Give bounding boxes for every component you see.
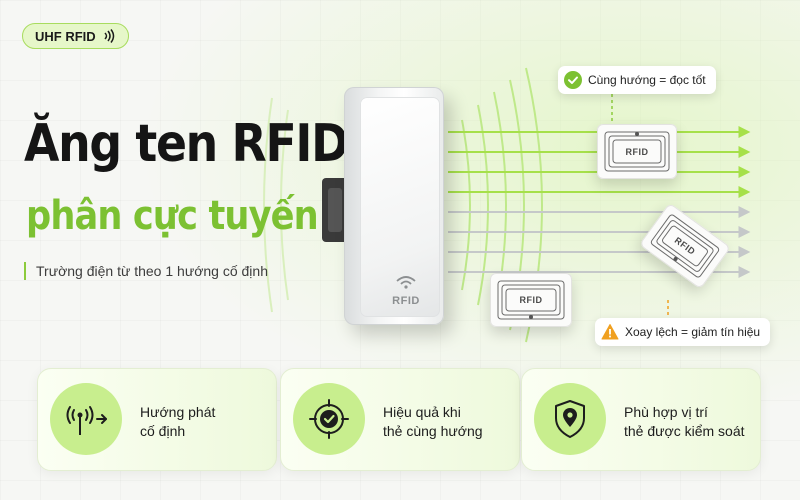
tag-coil-graphic <box>604 131 670 172</box>
rfid-tag-aligned: RFID <box>597 124 677 179</box>
wireless-signal-icon <box>396 276 416 289</box>
antenna-logo: RFID <box>384 275 428 309</box>
antenna-logo-text: RFID <box>392 295 420 307</box>
feature-line-2: cố định <box>140 423 186 439</box>
feature-card-controlled-position: Phù hợp vị trí thẻ được kiểm soát <box>521 368 761 471</box>
rfid-tag-bottom: RFID <box>490 273 572 327</box>
callout-rotated-warning: Xoay lệch = giảm tín hiệu <box>595 318 771 346</box>
shield-location-icon <box>555 400 585 438</box>
tag-label: RFID <box>625 146 649 157</box>
badge-label: UHF RFID <box>35 28 96 44</box>
feature-text: Phù hợp vị trí thẻ được kiểm soát <box>624 403 758 441</box>
feature-icon-circle <box>534 383 606 455</box>
feature-text: Hiệu quả khi thẻ cùng hướng <box>383 403 517 441</box>
tag-coil-graphic <box>497 280 565 320</box>
callout-warn-text: Xoay lệch = giảm tín hiệu <box>625 325 761 339</box>
check-circle-icon <box>564 71 582 89</box>
callout-good-text: Cùng hướng = đọc tốt <box>588 73 706 87</box>
feature-icon-circle <box>293 383 365 455</box>
rfid-tag-rotated: RFID <box>638 202 732 290</box>
feature-line-1: Hiệu quả khi <box>383 404 461 420</box>
rfid-antenna: RFID <box>344 87 444 325</box>
uhf-rfid-badge: UHF RFID <box>22 23 129 49</box>
feature-line-2: thẻ cùng hướng <box>383 423 483 439</box>
feature-card-same-orientation: Hiệu quả khi thẻ cùng hướng <box>280 368 520 471</box>
feature-line-1: Hướng phát <box>140 404 216 420</box>
feature-card-fixed-direction: Hướng phát cố định <box>37 368 277 471</box>
feature-line-2: thẻ được kiểm soát <box>624 423 745 439</box>
antenna-face <box>360 97 440 317</box>
tag-label: RFID <box>519 295 543 305</box>
tag-coil-graphic <box>650 214 720 278</box>
signal-waves-icon <box>104 29 114 43</box>
feature-text: Hướng phát cố định <box>140 403 274 441</box>
feature-icon-circle <box>50 383 122 455</box>
feature-line-1: Phù hợp vị trí <box>624 404 708 420</box>
target-check-icon <box>309 399 349 439</box>
headline-title: Ăng ten RFID <box>24 114 349 174</box>
warning-triangle-icon <box>601 324 619 340</box>
antenna-mount-bracket <box>322 178 348 242</box>
callout-aligned-good: Cùng hướng = đọc tốt <box>558 66 716 94</box>
headline-caption: Trường điện từ theo 1 hướng cố định <box>24 262 268 280</box>
antenna-broadcast-icon <box>66 406 107 435</box>
